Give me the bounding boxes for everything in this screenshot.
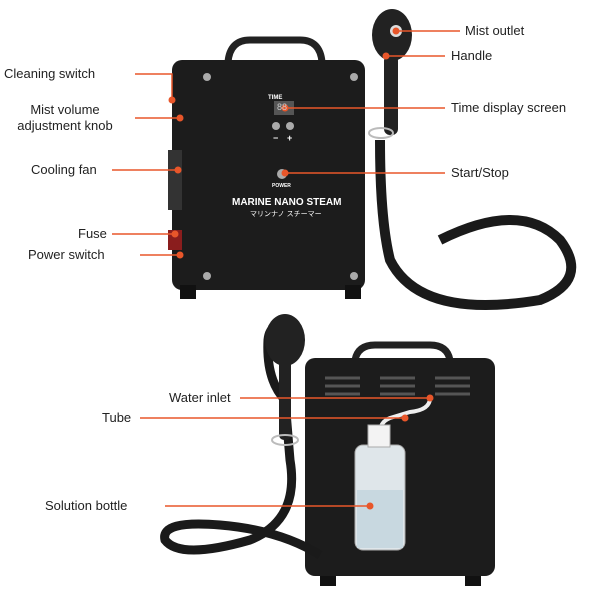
plus-button[interactable]: + bbox=[287, 133, 293, 143]
label-water-inlet: Water inlet bbox=[169, 390, 231, 405]
power-label: POWER bbox=[272, 183, 291, 189]
time-label: TIME bbox=[268, 95, 283, 101]
label-mist-volume-line2: adjustment knob bbox=[17, 118, 113, 133]
label-mist-volume-line1: Mist volume bbox=[30, 102, 100, 117]
label-cooling-fan: Cooling fan bbox=[31, 162, 97, 177]
label-start-stop: Start/Stop bbox=[451, 165, 509, 180]
brand-name-jp: マリンナノ スチーマー bbox=[250, 211, 322, 218]
label-handle: Handle bbox=[451, 48, 493, 63]
callout-dots bbox=[168, 27, 434, 510]
label-tube: Tube bbox=[102, 410, 132, 425]
back-device bbox=[160, 314, 495, 586]
callout-lines bbox=[112, 30, 460, 507]
label-mist-outlet: Mist outlet bbox=[465, 23, 525, 38]
label-time-display: Time display screen bbox=[451, 100, 567, 115]
label-cleaning-switch: Cleaning switch bbox=[4, 66, 96, 81]
time-display: 88 bbox=[277, 102, 288, 112]
label-solution-bottle: Solution bottle bbox=[45, 498, 128, 513]
front-device bbox=[168, 9, 577, 310]
minus-button[interactable]: − bbox=[273, 133, 279, 143]
label-power-switch: Power switch bbox=[28, 247, 105, 262]
brand-name: MARINE NANO STEAM bbox=[232, 197, 342, 208]
label-fuse: Fuse bbox=[78, 226, 107, 241]
